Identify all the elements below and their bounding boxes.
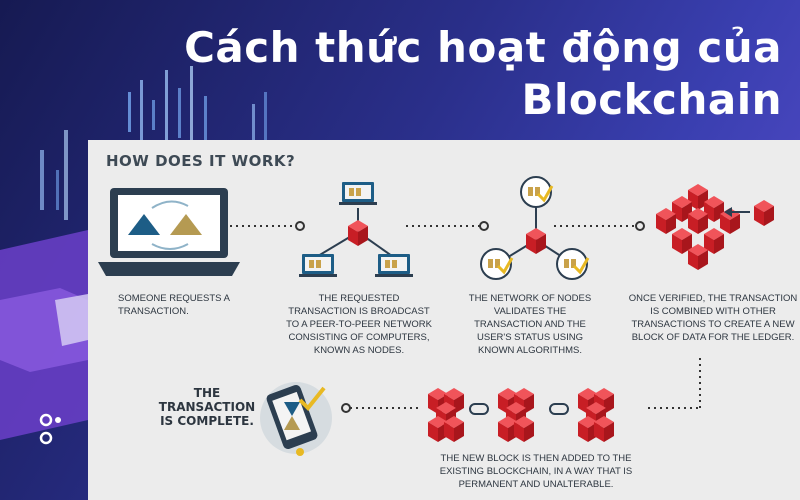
transaction-complete-label: THE TRANSACTION IS COMPLETE. [158,386,256,428]
step-2-caption: THE REQUESTED TRANSACTION IS BROADCAST T… [286,293,432,356]
page-title: Cách thức hoạt động của Blockchain [162,22,782,126]
node-network-icon [299,182,413,277]
blockchain-icon [428,388,614,442]
phone-check-icon [260,382,332,456]
block-cluster-icon [656,184,774,270]
diagram-heading: HOW DOES IT WORK? [106,152,296,170]
step-5-caption: THE NEW BLOCK IS THEN ADDED TO THE EXIST… [439,453,633,490]
step-1-caption: SOMEONE REQUESTS A TRANSACTION. [118,293,230,317]
diagram-panel: HOW DOES IT WORK? SOMEONE REQUESTS A TRA… [88,140,800,500]
binary-streaks-icon [40,66,267,220]
title-line-2: Blockchain [521,75,782,124]
step-3-caption: THE NETWORK OF NODES VALIDATES THE TRANS… [468,293,592,356]
title-line-1: Cách thức hoạt động của [184,23,782,72]
laptop-icon [98,188,240,276]
diagram-graphics [98,175,774,456]
validated-node-icon [479,175,590,281]
platform-shape [0,230,88,440]
step-4-caption: ONCE VERIFIED, THE TRANSACTION IS COMBIN… [628,293,798,343]
logo-icon [39,413,61,445]
